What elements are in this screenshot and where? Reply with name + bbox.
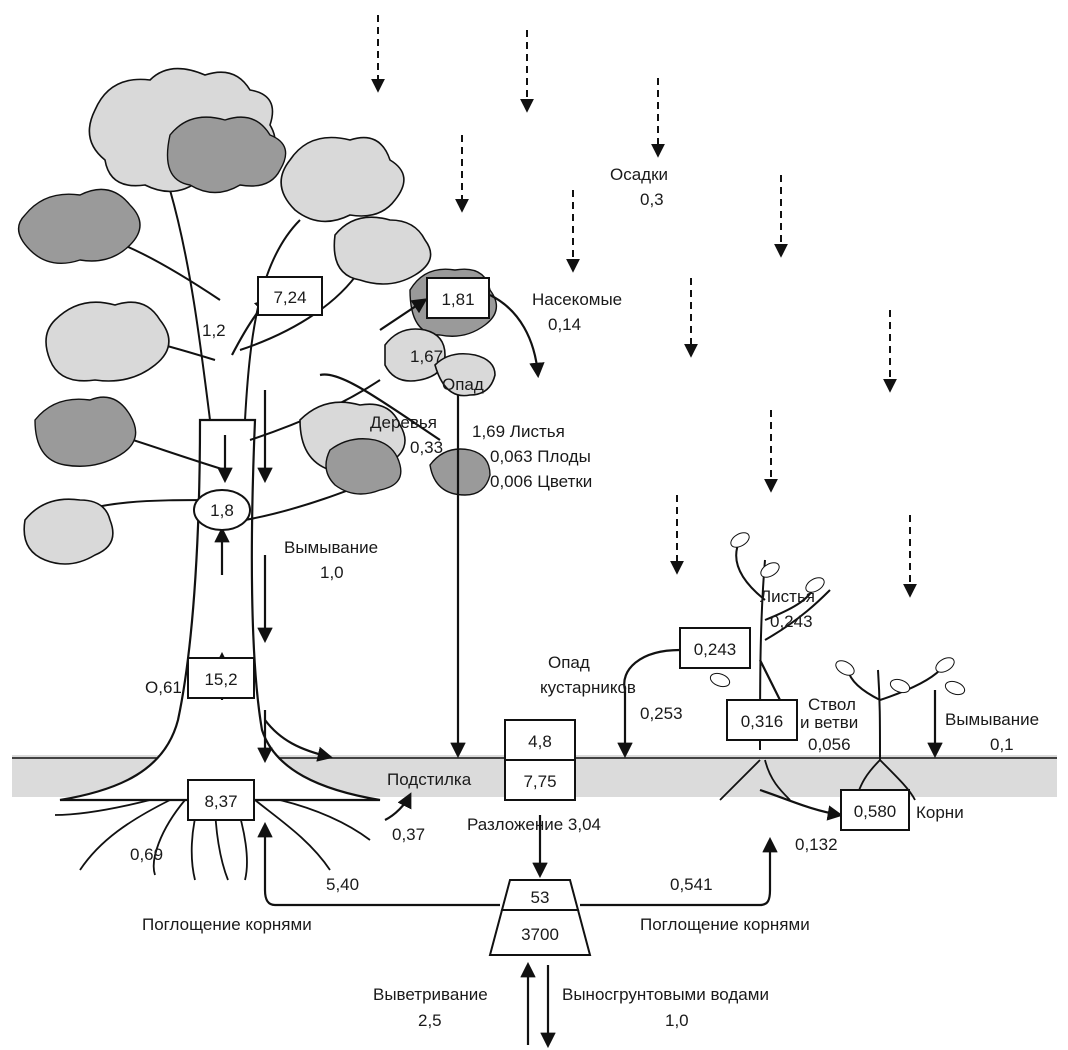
shrub-leaves-box-label: 0,243 [694,640,737,659]
weathering-value: 2,5 [418,1011,442,1030]
box-7-24: 7,24 [258,277,322,315]
uptake-left-value: 5,40 [326,875,359,894]
box-7-24-label: 7,24 [273,288,306,307]
shrub-litter-label-1: Опад [548,653,590,672]
precipitation-value: 0,3 [640,190,664,209]
shrub-leaves-value: 0,243 [770,612,813,631]
box-shrub-roots: 0,580 [841,790,909,830]
litterfall-flowers: 0,006 Цветки [490,472,592,491]
shrub-leaching-value: 0,1 [990,735,1014,754]
litter-bottom-label: 7,75 [523,772,556,791]
litterfall-fruits: 0,063 Плоды [490,447,591,466]
flow-0-69: 0,69 [130,845,163,864]
trees-value: 0,33 [410,438,443,457]
shrub-stem-box-label: 0,316 [741,712,784,731]
uptake-right-label: Поглощение корнями [640,915,810,934]
flow-1-67: 1,67 [410,347,443,366]
shrub-stem-label-1: Ствол [808,695,856,714]
insects-value: 0,14 [548,315,581,334]
uptake-left-label: Поглощение корнями [142,915,312,934]
groundwater-label: Выносгрунтовыми водами [562,985,769,1004]
box-8-37-label: 8,37 [204,792,237,811]
box-shrub-leaves: 0,243 [680,628,750,668]
litter-label: Опад [442,375,484,394]
shrub-roots-value: 0,132 [795,835,838,854]
shrub-stem-value: 0,056 [808,735,851,754]
oval-1-8-label: 1,8 [210,501,234,520]
flow-1-2: 1,2 [202,321,226,340]
tree-canopy [19,69,497,564]
oval-1-8: 1,8 [194,490,250,530]
groundwater-value: 1,0 [665,1011,689,1030]
insects-label: Насекомые [532,290,622,309]
weathering-label: Выветривание [373,985,488,1004]
shrub-roots-box-label: 0,580 [854,802,897,821]
shrub-stem-label-2: и ветви [800,713,858,732]
box-8-37: 8,37 [188,780,254,820]
shrub-leaves-label: Листья [760,587,815,606]
litter-box: 4,8 7,75 [505,720,575,800]
box-1-81-label: 1,81 [441,290,474,309]
soil-pool: 53 3700 [490,880,590,955]
box-15-2-label: 15,2 [204,670,237,689]
box-1-81: 1,81 [427,278,489,318]
decomposition-label: Разложение 3,04 [467,815,601,834]
tree-leaching-label: Вымывание [284,538,378,557]
box-shrub-stem: 0,316 [727,700,797,740]
shrub-litter-value: 0,253 [640,704,683,723]
box-15-2: 15,2 [188,658,254,698]
soil-pool-bottom: 3700 [521,925,559,944]
flow-0-37: 0,37 [392,825,425,844]
litter-label-ground: Подстилка [387,770,472,789]
litterfall-leaves: 1,69 Листья [472,422,565,441]
uptake-right-value: 0,541 [670,875,713,894]
trees-label: Деревья [370,413,437,432]
tree-leaching-value: 1,0 [320,563,344,582]
shrub-roots-label: Корни [916,803,964,822]
soil-pool-top: 53 [531,888,550,907]
shrub-litter-label-2: кустарников [540,678,636,697]
precipitation-label: Осадки [610,165,668,184]
litter-top-label: 4,8 [528,732,552,751]
shrub-leaching-label: Вымывание [945,710,1039,729]
flow-0-61: O,61 [145,678,182,697]
